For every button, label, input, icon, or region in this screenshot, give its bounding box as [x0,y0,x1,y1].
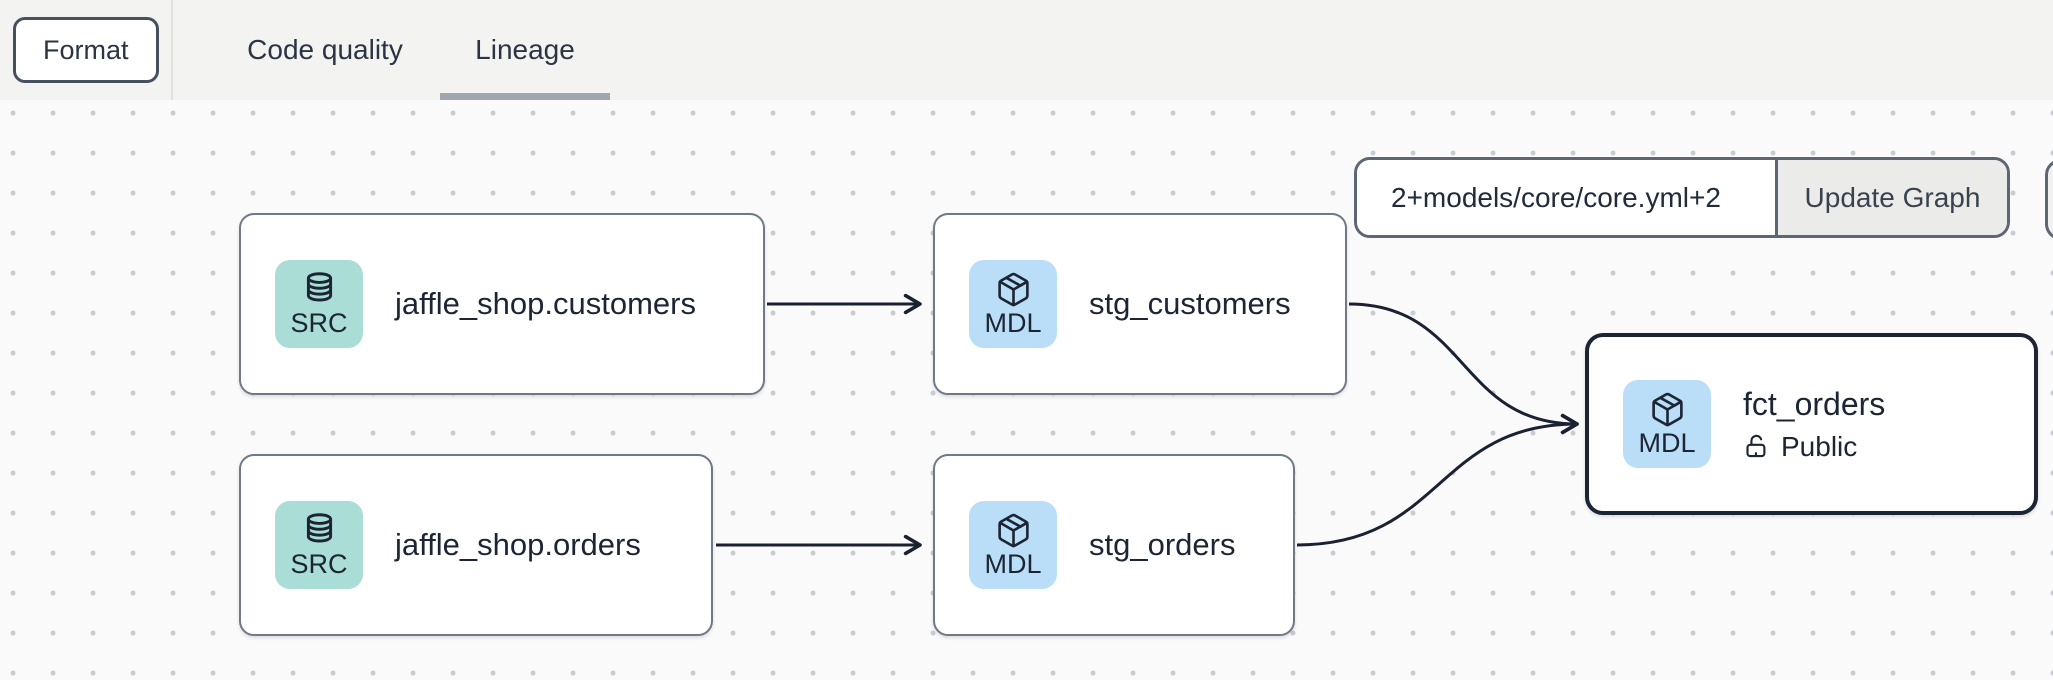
cube-icon [1651,392,1683,427]
clipped-toolbar-button[interactable] [2045,159,2053,240]
node-type-label: MDL [1638,428,1696,458]
node-text-block: fct_orders Public [1743,386,1885,463]
tab-code-quality-label: Code quality [247,34,403,65]
lineage-canvas[interactable]: SRC jaffle_shop.customers MDL stg_custom… [0,100,2053,680]
node-label: jaffle_shop.customers [395,286,696,321]
node-label: stg_customers [1089,286,1291,321]
update-graph-button[interactable]: Update Graph [1775,160,2007,235]
toolbar-divider [171,0,173,100]
toolbar: Format Code quality Lineage [0,0,2053,100]
node-fct-orders[interactable]: MDL fct_orders Public [1585,333,2038,515]
node-jaffle-shop-customers[interactable]: SRC jaffle_shop.customers [239,213,765,395]
node-type-label: MDL [984,549,1042,579]
cube-icon [997,513,1029,548]
node-type-label: MDL [984,308,1042,338]
access-row: Public [1743,431,1885,463]
source-badge: SRC [275,260,363,348]
model-badge: MDL [969,260,1057,348]
node-label: fct_orders [1743,385,1886,422]
node-jaffle-shop-orders[interactable]: SRC jaffle_shop.orders [239,454,713,636]
unlock-icon [1746,434,1766,458]
tab-lineage-label: Lineage [475,34,575,65]
source-badge: SRC [275,501,363,589]
model-badge: MDL [1623,380,1711,468]
node-stg-orders[interactable]: MDL stg_orders [933,454,1295,636]
node-stg-customers[interactable]: MDL stg_customers [933,213,1347,395]
database-icon [306,272,332,302]
tab-code-quality[interactable]: Code quality [225,0,425,100]
node-type-label: SRC [290,549,348,579]
edges-svg [716,293,1579,556]
database-icon [306,513,332,543]
model-selector-group: Update Graph [1354,157,2010,238]
model-badge: MDL [969,501,1057,589]
access-label: Public [1781,430,1858,462]
edge-stg_orders-to-fct_orders [1296,413,1579,547]
cube-icon [997,272,1029,307]
tab-active-indicator [440,93,610,100]
format-button[interactable]: Format [13,17,159,83]
edge-stg_customers-to-fct_orders [1348,302,1579,435]
node-label: jaffle_shop.orders [395,527,641,562]
node-label: stg_orders [1089,527,1236,562]
tab-lineage[interactable]: Lineage [425,0,625,100]
node-type-label: SRC [290,308,348,338]
model-selector-input[interactable] [1357,160,1775,235]
